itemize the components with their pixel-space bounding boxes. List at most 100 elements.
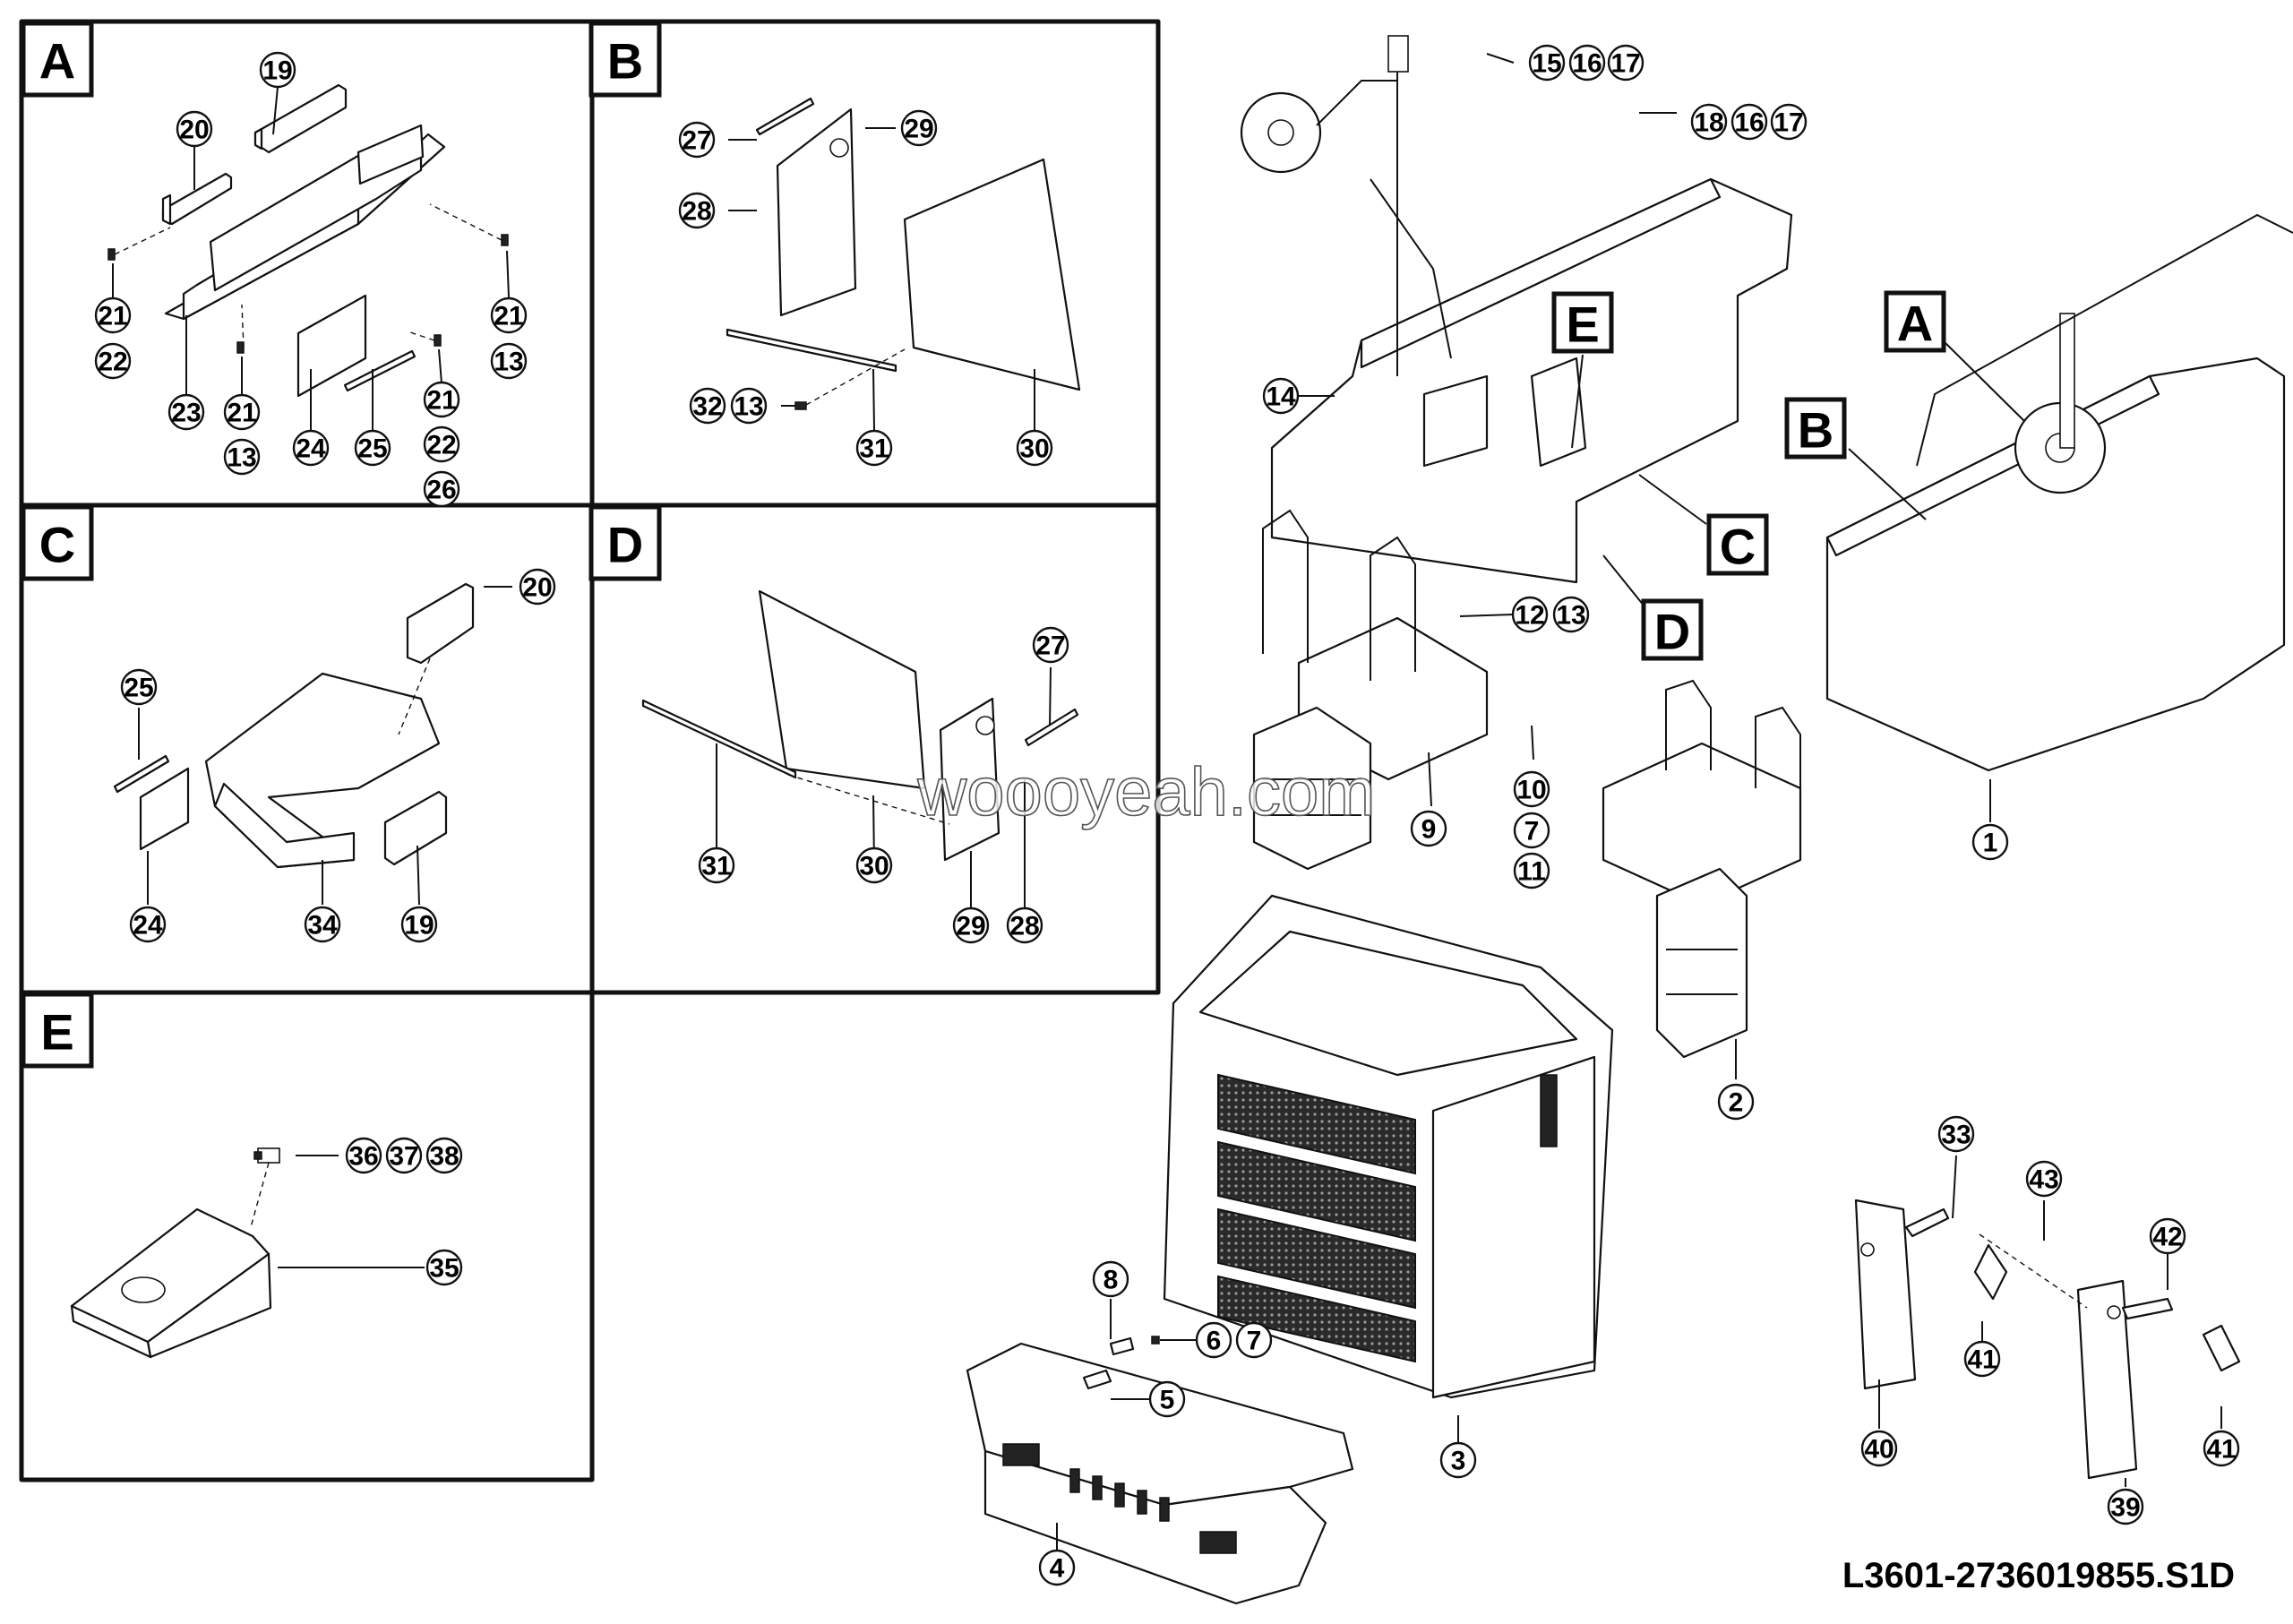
callout-number: 4	[1050, 1554, 1065, 1584]
panel-letter: D	[607, 517, 643, 573]
panel-d-label: D	[588, 504, 662, 581]
callout-circle	[1195, 1321, 1232, 1359]
callout-number: 40	[1864, 1435, 1894, 1465]
view-flag-d: D	[1641, 598, 1704, 661]
callout-number: 41	[1967, 1345, 1997, 1375]
callout-22: 22	[94, 342, 132, 380]
view-flag-c: C	[1706, 513, 1769, 576]
callout-circle	[1038, 1549, 1076, 1586]
callout-number: 36	[348, 1142, 378, 1172]
view-flag-letter: A	[1897, 296, 1933, 352]
callout-number: 6	[1207, 1327, 1222, 1356]
view-flag-letter: E	[1566, 296, 1599, 353]
callout-number: 7	[1524, 817, 1540, 846]
callout-circle	[1963, 1340, 2001, 1378]
view-flag-letter: D	[1654, 604, 1690, 660]
callout-circle	[1235, 1321, 1273, 1359]
callout-circle	[129, 906, 167, 943]
callout-number: 25	[124, 674, 153, 703]
callout-number: 29	[904, 115, 933, 144]
callout-number: 30	[859, 852, 889, 881]
callout-10: 10	[1513, 770, 1550, 808]
callout-circle	[678, 121, 716, 159]
callout-6: 6	[1195, 1321, 1232, 1359]
callout-number: 20	[522, 573, 552, 603]
callout-circle	[1511, 596, 1549, 633]
callout-29: 29	[900, 109, 938, 147]
callout-number: 21	[98, 302, 127, 331]
callout-17: 17	[1770, 103, 1808, 141]
callout-number: 38	[429, 1142, 459, 1172]
callout-28: 28	[678, 192, 716, 229]
callout-number: 42	[2152, 1223, 2182, 1252]
callout-42: 42	[2149, 1217, 2186, 1255]
drawing-id: L3601-2736019855.S1D	[1842, 1556, 2235, 1595]
callout-circle	[423, 381, 460, 418]
callout-8: 8	[1092, 1260, 1129, 1298]
panel-d-frame	[589, 503, 1161, 995]
callout-circle	[490, 342, 528, 380]
panel-label-box	[21, 504, 94, 581]
callout-circle	[1262, 377, 1300, 415]
callout-circle	[423, 470, 460, 508]
panel-label-box	[588, 504, 662, 581]
callout-21: 21	[490, 296, 528, 334]
main-view-parts	[966, 35, 2293, 1605]
callout-number: 39	[2110, 1493, 2140, 1523]
callout-circle	[94, 342, 132, 380]
callout-13: 13	[1552, 596, 1590, 633]
callout-circle	[1937, 1115, 1975, 1153]
callout-circle	[259, 51, 296, 89]
callout-number: 32	[692, 392, 722, 422]
callout-circle	[689, 387, 726, 425]
callout-number: 1	[1983, 829, 1998, 858]
callout-21: 21	[94, 296, 132, 334]
callout-number: 25	[357, 434, 387, 464]
callout-16: 16	[1568, 44, 1606, 82]
callout-circle	[1690, 103, 1728, 141]
callout-5: 5	[1148, 1380, 1186, 1418]
callout-number: 30	[1019, 434, 1049, 464]
callout-40: 40	[1860, 1430, 1898, 1467]
view-flag-a: A	[1884, 290, 1946, 353]
callout-33: 33	[1937, 1115, 1975, 1153]
callout-4: 4	[1038, 1549, 1076, 1586]
callout-circle	[400, 906, 438, 943]
callout-32: 32	[689, 387, 726, 425]
callout-34: 34	[304, 906, 341, 943]
callout-circle	[1607, 44, 1645, 82]
callout-number: 14	[1266, 382, 1296, 412]
callout-7: 7	[1513, 812, 1550, 849]
panel-b-label: B	[588, 21, 662, 98]
callout-number: 26	[426, 476, 456, 505]
callout-circle	[385, 1137, 423, 1174]
callout-number: 23	[171, 399, 201, 428]
panel-letter: B	[607, 33, 643, 90]
callout-20: 20	[176, 110, 213, 148]
callout-number: 37	[389, 1142, 418, 1172]
callout-27: 27	[678, 121, 716, 159]
callout-16: 16	[1730, 103, 1768, 141]
panel-e-label: E	[21, 992, 94, 1069]
callout-19: 19	[400, 906, 438, 943]
callout-number: 24	[133, 911, 163, 941]
panel-b-parts	[726, 97, 1081, 431]
callout-37: 37	[385, 1137, 423, 1174]
callout-number: 11	[1517, 857, 1546, 887]
callout-number: 8	[1104, 1266, 1119, 1295]
callout-15: 15	[1528, 44, 1566, 82]
callout-number: 18	[1694, 108, 1723, 138]
callout-circle	[519, 568, 556, 606]
callout-circle	[223, 438, 261, 476]
panel-a-label: A	[21, 21, 94, 98]
callout-26: 26	[423, 470, 460, 508]
callout-number: 27	[1035, 632, 1065, 661]
callout-25: 25	[120, 668, 158, 706]
callout-circle	[354, 429, 391, 467]
callout-27: 27	[1032, 626, 1069, 664]
callout-30: 30	[855, 846, 893, 884]
callout-18: 18	[1690, 103, 1728, 141]
callout-17: 17	[1607, 44, 1645, 82]
